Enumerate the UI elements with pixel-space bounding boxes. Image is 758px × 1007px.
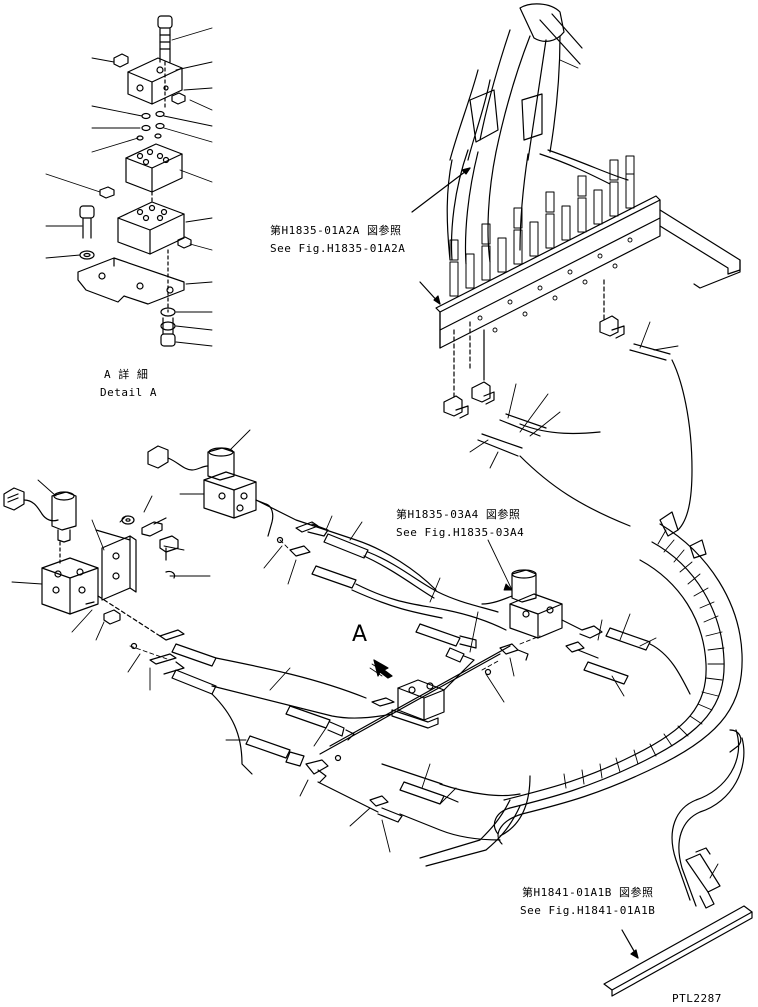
drawing-id: PTL2287 bbox=[672, 992, 722, 1005]
reference-label-jp: 第H1835-03A4 図参照 bbox=[396, 508, 521, 521]
reference-label-en: See Fig.H1835-01A2A bbox=[270, 242, 406, 255]
protective-spiral-hose-loop bbox=[419, 511, 745, 909]
bottom-bracket-bar bbox=[603, 905, 753, 997]
detail-a-title-jp: A 詳 細 bbox=[104, 368, 149, 381]
detail-a-title-en: Detail A bbox=[100, 386, 157, 399]
view-marker-label: A bbox=[352, 622, 368, 647]
hose-runs-and-fittings bbox=[127, 515, 541, 853]
reference-label-en: See Fig.H1835-03A4 bbox=[396, 526, 525, 539]
left-solenoid-valve-group bbox=[3, 479, 211, 641]
right-solenoid-valve-group bbox=[481, 539, 691, 697]
reference-label-jp: 第H1841-01A1B 図参照 bbox=[522, 886, 654, 899]
reference-label-jp: 第H1835-01A2A 図参照 bbox=[270, 224, 402, 237]
distribution-block-assembly bbox=[411, 3, 741, 531]
detail-a-exploded-view bbox=[45, 15, 213, 347]
reference-label-en: See Fig.H1841-01A1B bbox=[520, 904, 656, 917]
view-arrow-a bbox=[369, 659, 393, 679]
upper-solenoid-valve-group bbox=[147, 429, 437, 591]
